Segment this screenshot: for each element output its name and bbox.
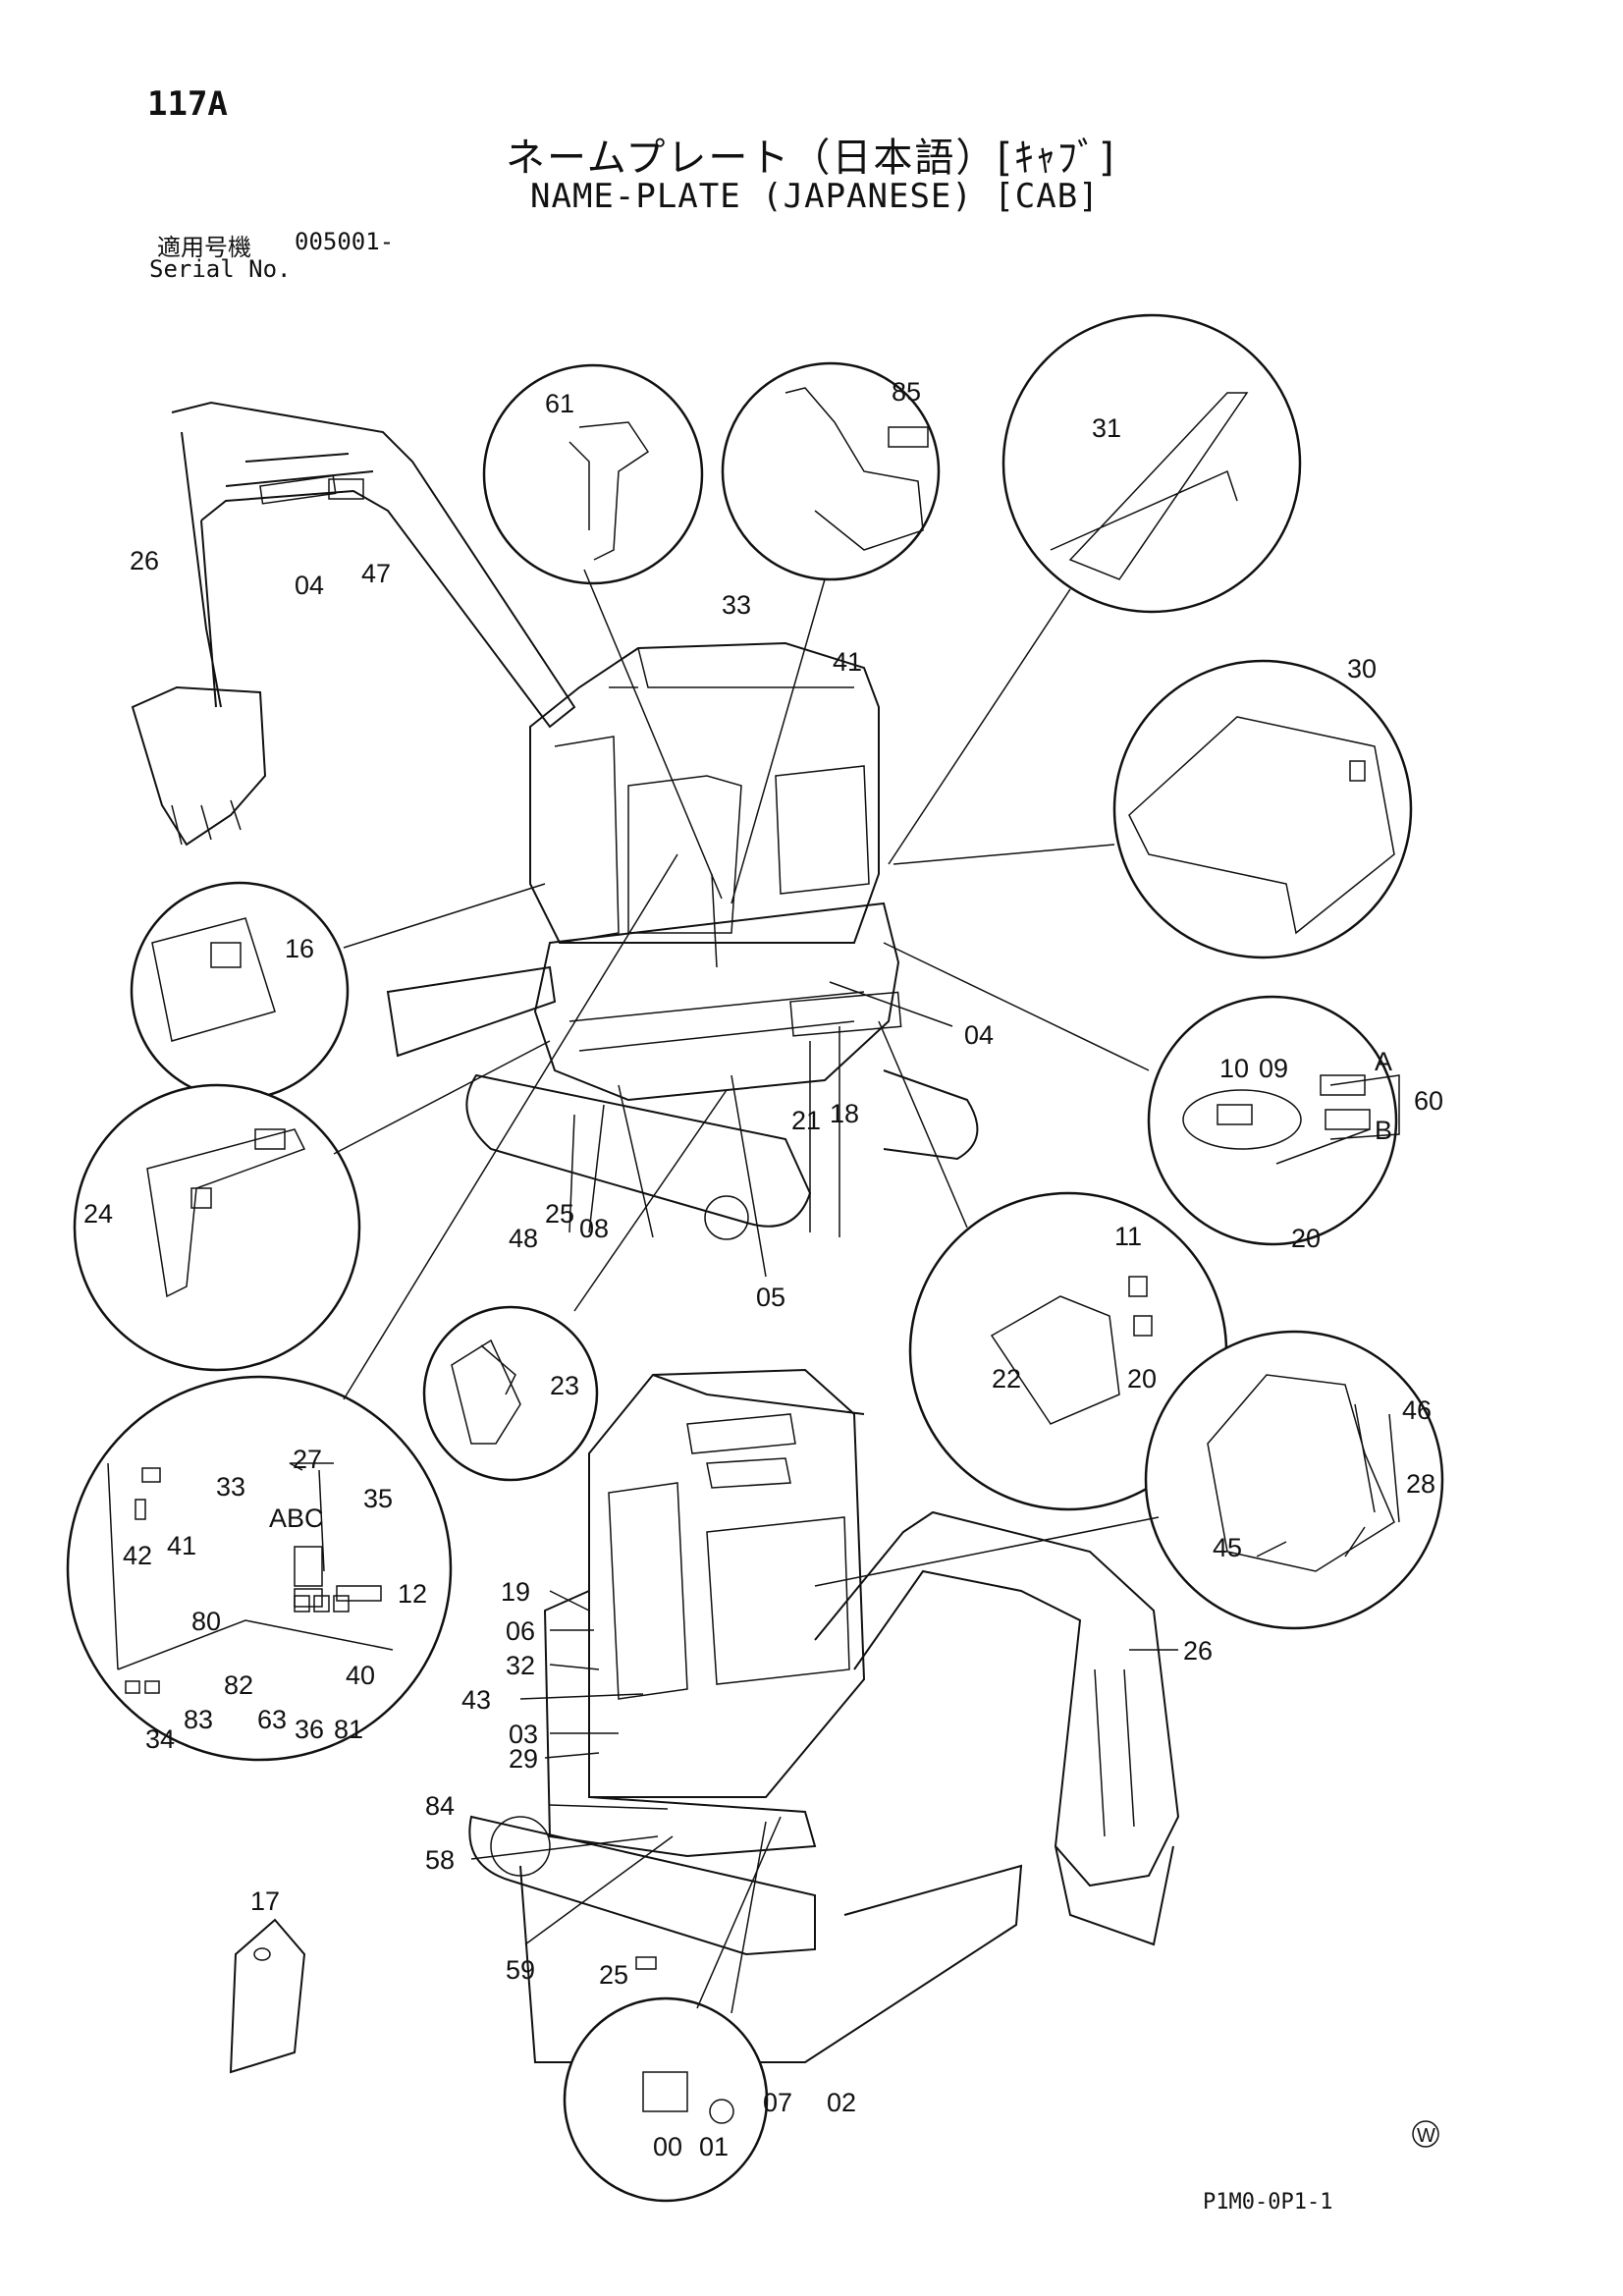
callout-32: 32 [506, 1651, 535, 1680]
callout-11: 11 [1114, 1222, 1142, 1251]
callout-61: 61 [545, 389, 574, 418]
upper-excavator-drawing [131, 401, 979, 1240]
footer-mark: W [1417, 2125, 1435, 2147]
callout-25-track: 25 [599, 1960, 628, 1990]
callout-22: 22 [992, 1364, 1021, 1394]
callout-25: 25 [545, 1199, 574, 1229]
callout-43: 43 [461, 1685, 491, 1715]
callout-82: 82 [224, 1670, 253, 1700]
callout-18: 18 [830, 1099, 859, 1128]
detail-circle-nameplate [563, 1996, 769, 2203]
callout-80: 80 [191, 1607, 221, 1636]
callout-46: 46 [1402, 1395, 1432, 1425]
callout-42: 42 [123, 1541, 152, 1570]
serial-label-japanese: 適用号機 [157, 234, 251, 261]
callout-36: 36 [295, 1715, 324, 1744]
callout-B: B [1375, 1116, 1392, 1145]
callout-45: 45 [1213, 1533, 1242, 1562]
callout-59: 59 [506, 1955, 535, 1985]
serial-label-english: Serial No. [149, 255, 292, 283]
callout-26: 26 [130, 546, 159, 575]
detail-circle-frame-bracket [73, 1083, 361, 1372]
callout-08: 08 [579, 1214, 609, 1243]
callout-84: 84 [425, 1791, 455, 1821]
callout-41-cab: 41 [167, 1531, 196, 1560]
title-japanese: ネームプレート（日本語）[ｷｬﾌﾞ] [506, 136, 1116, 181]
callout-09: 09 [1259, 1054, 1288, 1083]
detail-circle-cab-corner [66, 1375, 453, 1762]
callout-33-cab: 33 [216, 1472, 245, 1502]
callout-21: 21 [791, 1106, 821, 1135]
tag-17-drawing [229, 1918, 306, 2074]
callout-19: 19 [501, 1577, 530, 1607]
callout-06: 06 [506, 1616, 535, 1646]
callout-60: 60 [1414, 1086, 1443, 1116]
callout-23: 23 [550, 1371, 579, 1400]
callout-81: 81 [334, 1715, 363, 1744]
callout-16: 16 [285, 934, 314, 963]
callout-26-arm: 26 [1183, 1636, 1213, 1666]
callout-40: 40 [346, 1661, 375, 1690]
callout-02: 02 [827, 2088, 856, 2117]
callout-29: 29 [509, 1744, 538, 1774]
serial-value: 005001- [295, 228, 395, 255]
callout-58: 58 [425, 1845, 455, 1875]
callout-27: 27 [293, 1445, 322, 1474]
page-number: 117A [147, 84, 228, 124]
callout-34: 34 [145, 1724, 175, 1754]
callout-00: 00 [653, 2132, 682, 2161]
detail-circle-cab-interior [1112, 659, 1413, 959]
callout-48: 48 [509, 1224, 538, 1253]
callout-83: 83 [184, 1705, 213, 1734]
callout-24: 24 [83, 1199, 113, 1229]
detail-circle-seat-bracket [482, 363, 704, 585]
lower-excavator-drawing [468, 1368, 1180, 2063]
callout-41: 41 [833, 647, 862, 677]
callout-85: 85 [892, 377, 921, 407]
callout-04: 04 [295, 571, 324, 600]
callout-05: 05 [756, 1283, 785, 1312]
callout-ABC: ABC [269, 1503, 324, 1533]
callout-04-side: 04 [964, 1020, 994, 1050]
callout-47: 47 [361, 559, 391, 588]
callout-17: 17 [250, 1886, 280, 1916]
callout-30: 30 [1347, 654, 1377, 683]
callout-28: 28 [1406, 1469, 1435, 1499]
callout-31: 31 [1092, 413, 1121, 443]
callout-labels: 61 85 31 26 04 47 33 41 30 16 04 10 09 A… [83, 377, 1443, 2161]
callout-20-battery: 20 [1127, 1364, 1157, 1394]
circled-w-mark: W [1412, 2120, 1439, 2148]
callout-A: A [1375, 1047, 1392, 1076]
detail-circle-monitor [130, 881, 350, 1101]
callout-20: 20 [1291, 1224, 1321, 1253]
detail-circle-window-frame [1001, 313, 1302, 614]
title-english: NAME-PLATE (JAPANESE) [CAB] [530, 177, 1100, 216]
detail-circle-control-lever [721, 361, 941, 581]
document-code: P1M0-0P1-1 [1203, 2190, 1333, 2214]
leader-lines [289, 569, 1400, 2014]
detail-circle-step-plate [422, 1305, 599, 1482]
detail-circle-operator-seat [1144, 1330, 1444, 1630]
callout-12: 12 [398, 1579, 427, 1609]
callout-35: 35 [363, 1484, 393, 1513]
callout-03: 03 [509, 1720, 538, 1749]
callout-07: 07 [763, 2088, 792, 2117]
callout-63: 63 [257, 1705, 287, 1734]
callout-01: 01 [699, 2132, 729, 2161]
callout-10: 10 [1219, 1054, 1249, 1083]
callout-33: 33 [722, 590, 751, 620]
detail-circle-fuse-cover [1147, 995, 1398, 1246]
